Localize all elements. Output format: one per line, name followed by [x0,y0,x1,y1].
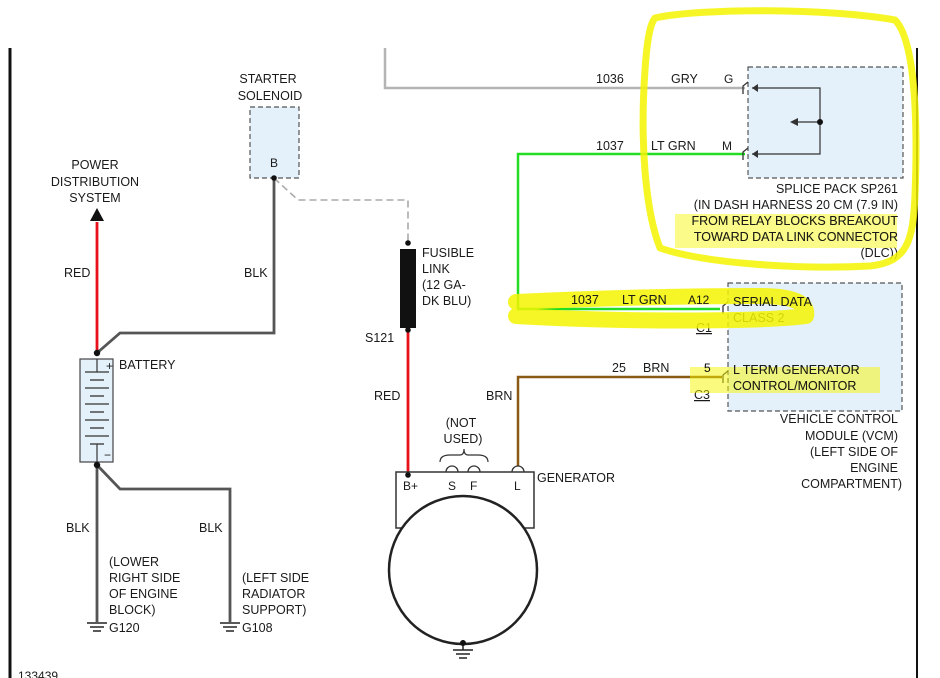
svg-text:SPLICE PACK SP261: SPLICE PACK SP261 [776,182,898,196]
svg-text:VEHICLE CONTROL: VEHICLE CONTROL [780,412,898,426]
ground-g108-icon [220,622,240,632]
highlighted-text-overlay: FROM RELAY BLOCKS BREAKOUT TOWARD DATA L… [571,214,898,393]
svg-text:RIGHT SIDE: RIGHT SIDE [109,571,180,585]
fusible-link [400,240,416,333]
battery: + − [79,349,114,469]
svg-text:STARTER: STARTER [239,72,296,86]
gen-terminal-bplus: B+ [403,479,418,493]
svg-text:A12: A12 [688,293,710,307]
svg-text:(IN DASH HARNESS 20 CM (7.9 IN: (IN DASH HARNESS 20 CM (7.9 IN) [694,198,898,212]
svg-text:LT GRN: LT GRN [622,293,667,307]
splice-pack-sp261 [742,66,904,179]
wire-1036-color: GRY [671,72,699,86]
svg-text:1037: 1037 [571,293,599,307]
ground-g108-id: G108 [242,621,273,635]
wire-label-red-left: RED [64,266,90,280]
svg-text:SERIAL DATA: SERIAL DATA [733,295,813,309]
svg-text:5: 5 [704,361,711,375]
wire-label-brn-vertical: BRN [486,389,512,403]
arrow-up-icon [90,208,104,221]
wire-label-blk-g108: BLK [199,521,223,535]
generator-label: GENERATOR [537,471,615,485]
svg-text:B: B [270,156,278,170]
svg-text:(LEFT SIDE OF: (LEFT SIDE OF [810,445,898,459]
battery-plus: + [106,359,113,373]
splice-pin-g: G [724,72,733,86]
ground-g120-icon [87,622,107,632]
power-distribution: POWER DISTRIBUTION SYSTEM [51,158,139,221]
svg-text:ENGINE: ENGINE [850,461,898,475]
wire-1036-circuit: 1036 [596,72,624,86]
svg-text:SUPPORT): SUPPORT) [242,603,306,617]
gen-terminal-l: L [514,479,521,493]
svg-text:(LOWER: (LOWER [109,555,159,569]
svg-text:LINK: LINK [422,262,450,276]
svg-text:POWER: POWER [71,158,118,172]
svg-text:BLOCK): BLOCK) [109,603,156,617]
svg-text:USED): USED) [444,432,483,446]
svg-text:CONTROL/MONITOR: CONTROL/MONITOR [733,379,856,393]
not-used-label: (NOT USED) [444,416,483,446]
wire-blk-g108 [95,464,232,622]
svg-text:FROM RELAY BLOCKS BREAKOUT: FROM RELAY BLOCKS BREAKOUT [691,214,898,228]
svg-text:DISTRIBUTION: DISTRIBUTION [51,175,139,189]
svg-text:OF ENGINE: OF ENGINE [109,587,178,601]
gen-terminal-f: F [470,479,477,493]
svg-text:COMPARTMENT): COMPARTMENT) [801,477,902,491]
wire-25-color: BRN [643,361,669,375]
svg-text:FUSIBLE: FUSIBLE [422,246,474,260]
svg-text:(12 GA-: (12 GA- [422,278,466,292]
battery-minus: − [104,448,111,462]
splice-pin-m: M [722,139,732,153]
figure-id: 133439 [18,669,58,678]
ground-g120-location: (LOWER RIGHT SIDE OF ENGINE BLOCK) [109,555,180,617]
splice-s121: S121 [365,331,394,345]
svg-text:TOWARD DATA LINK CONNECTOR: TOWARD DATA LINK CONNECTOR [694,230,898,244]
highlighter-annotations [508,7,920,393]
svg-text:(DLC)): (DLC)) [861,246,899,260]
wire-1036-gry [383,48,745,90]
battery-label: BATTERY [119,358,176,372]
splice-pack-label: SPLICE PACK SP261 (IN DASH HARNESS 20 CM… [691,182,898,260]
wire-label-blk-starter: BLK [244,266,268,280]
starter-solenoid: STARTER SOLENOID B [238,72,303,181]
wire-dashed-starter-fusible [273,177,409,243]
gen-terminal-s: S [448,479,456,493]
wire-25-brn [516,375,722,466]
wire-label-blk-g120: BLK [66,521,90,535]
svg-text:MODULE (VCM): MODULE (VCM) [805,429,898,443]
svg-text:DK BLU): DK BLU) [422,294,471,308]
svg-text:SYSTEM: SYSTEM [69,191,120,205]
wire-25-circuit: 25 [612,361,626,375]
wire-label-red-mid: RED [374,389,400,403]
svg-text:(LEFT SIDE: (LEFT SIDE [242,571,309,585]
svg-text:RADIATOR: RADIATOR [242,587,305,601]
ground-g120-id: G120 [109,621,140,635]
wire-1037-top-color: LT GRN [651,139,696,153]
svg-text:FROM RELAY BLOCKS BREAKOUT: FROM RELAY BLOCKS BREAKOUT [691,214,898,228]
vcm-label: VEHICLE CONTROL MODULE (VCM) (LEFT SIDE … [780,412,902,491]
generator [387,448,539,659]
ground-g108-location: (LEFT SIDE RADIATOR SUPPORT) [242,571,309,617]
svg-text:SOLENOID: SOLENOID [238,89,303,103]
svg-text:(NOT: (NOT [446,416,477,430]
svg-text:TOWARD DATA LINK CONNECTOR: TOWARD DATA LINK CONNECTOR [694,230,898,244]
wire-blk-starter [96,178,276,355]
svg-text:L TERM GENERATOR: L TERM GENERATOR [733,363,860,377]
wire-1037-top-circuit: 1037 [596,139,624,153]
fusible-link-label: FUSIBLE LINK (12 GA- DK BLU) [422,246,474,308]
wire-1037-ltgrn [516,152,745,311]
